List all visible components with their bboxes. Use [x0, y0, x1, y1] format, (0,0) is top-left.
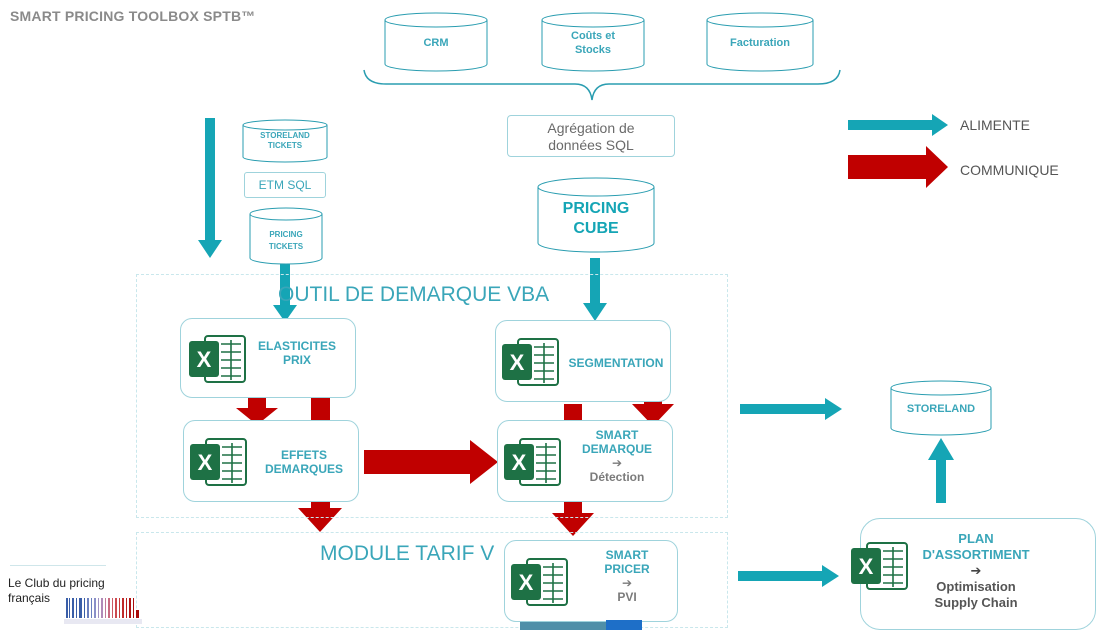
page-title: SMART PRICING TOOLBOX SPTB™ — [10, 8, 256, 24]
svg-text:X: X — [510, 350, 525, 375]
hidden-toolbar-strip-blue — [606, 620, 642, 630]
aggregation-line2: données SQL — [548, 137, 634, 153]
outil-demarque-region — [136, 274, 728, 518]
svg-text:X: X — [859, 554, 874, 579]
smart-pricer-arrow: ➔ — [621, 576, 633, 590]
svg-text:X: X — [519, 570, 534, 595]
pricing-tickets-cylinder: PRICING TICKETS — [249, 207, 323, 265]
elasticites-line1: ELASTICITES — [257, 339, 336, 353]
card-plan-assortiment: X PLAN D'ASSORTIMENT ➔ Optimisation Supp… — [851, 518, 1096, 630]
legend-communique: COMMUNIQUE — [960, 162, 1059, 178]
arrow-left-down — [198, 118, 222, 258]
plan-line1: PLAN — [958, 531, 994, 546]
card-effets: X EFFETS DEMARQUES — [183, 420, 359, 502]
effets-line1: EFFETS — [280, 448, 327, 462]
crm-label: CRM — [423, 37, 449, 49]
pricing-cube-cylinder: PRICING CUBE — [537, 177, 655, 253]
plan-label: PLAN D'ASSORTIMENT ➔ Optimisation Supply… — [901, 531, 1051, 611]
card-elasticites: X ELASTICITES PRIX — [180, 318, 356, 398]
elasticites-line2: PRIX — [282, 353, 311, 367]
etm-sql-box: ETM SQL — [244, 172, 326, 198]
arrow-pricer-plan — [738, 565, 839, 587]
effets-line2: DEMARQUES — [264, 462, 343, 476]
svg-text:X: X — [198, 450, 213, 475]
pricing-cube-label: PRICING CUBE — [537, 199, 655, 239]
couts-line2: Stocks — [574, 44, 612, 56]
couts-cylinder: Coûts et Stocks — [541, 12, 645, 72]
facturation-label: Facturation — [730, 37, 790, 49]
plan-sub2: Supply Chain — [934, 595, 1018, 610]
excel-icon: X — [504, 438, 561, 486]
smart-demarque-line2: DEMARQUE — [581, 442, 652, 456]
card-segmentation: X SEGMENTATION — [495, 320, 671, 402]
card-smart-pricer: X SMART PRICER ➔ PVI — [504, 540, 678, 622]
smart-demarque-line1: SMART — [595, 428, 639, 442]
legend-red-arrow — [848, 146, 948, 188]
etm-sql-label: ETM SQL — [258, 178, 312, 192]
storeland-cylinder: STORELAND — [890, 380, 992, 436]
club-logo-text: Le Club du pricing français — [8, 576, 105, 606]
plan-sub1: Optimisation — [936, 579, 1016, 594]
pricing-tickets-label: PRICING TICKETS — [249, 229, 323, 253]
smart-demarque-arrow: ➔ — [611, 456, 623, 470]
facturation-cylinder: Facturation — [706, 12, 814, 72]
couts-label: Coûts et Stocks — [541, 29, 645, 57]
pricing-tickets-line2: TICKETS — [268, 242, 304, 251]
excel-icon: X — [502, 338, 559, 386]
smart-pricer-line2: PRICER — [604, 562, 650, 576]
excel-icon: X — [189, 335, 246, 383]
smart-pricer-sub: PVI — [617, 590, 637, 604]
plan-line2: D'ASSORTIMENT — [922, 547, 1030, 562]
plan-arrow: ➔ — [970, 563, 982, 578]
legend-alimente: ALIMENTE — [960, 117, 1031, 133]
storeland-tickets-line2: TICKETS — [267, 141, 303, 150]
svg-text:X: X — [197, 347, 212, 372]
club-line2: français — [8, 591, 51, 605]
storeland-tickets-cylinder: STORELAND TICKETS — [242, 119, 328, 163]
svg-text:X: X — [512, 450, 527, 475]
hidden-toolbar-strip — [520, 622, 640, 630]
smart-pricer-line1: SMART — [605, 548, 649, 562]
storeland-tickets-label: STORELAND TICKETS — [242, 131, 328, 151]
crm-cylinder: CRM — [384, 12, 488, 72]
club-divider — [10, 565, 106, 566]
arrow-plan-storeland-up — [928, 438, 954, 503]
card-smart-demarque: X SMART DEMARQUE ➔ Détection — [497, 420, 673, 502]
storeland-tickets-line1: STORELAND — [260, 131, 310, 140]
arrow-demarque-storeland — [740, 398, 842, 420]
pricing-cube-line1: PRICING — [562, 200, 630, 217]
module-tarif-title: MODULE TARIF V — [320, 542, 495, 565]
effets-label: EFFETS DEMARQUES — [248, 448, 360, 476]
storeland-label: STORELAND — [906, 403, 976, 415]
pricing-tickets-line1: PRICING — [269, 230, 303, 239]
legend-teal-arrow — [848, 114, 948, 136]
excel-icon: X — [511, 558, 568, 606]
aggregation-box: Agrégation de données SQL — [507, 115, 675, 157]
barcode-logo — [64, 598, 142, 624]
aggregation-line1: Agrégation de — [547, 120, 635, 136]
smart-demarque-label: SMART DEMARQUE ➔ Détection — [564, 428, 670, 484]
sources-brace — [363, 69, 841, 101]
elasticites-label: ELASTICITES PRIX — [239, 339, 355, 367]
couts-line1: Coûts et — [571, 30, 615, 42]
excel-icon: X — [190, 438, 247, 486]
smart-demarque-sub: Détection — [589, 470, 645, 484]
club-line1: Le Club du pricing — [8, 576, 105, 590]
smart-pricer-label: SMART PRICER ➔ PVI — [579, 548, 675, 604]
module-tarif-region — [136, 532, 728, 628]
outil-demarque-title: OUTIL DE DEMARQUE VBA — [278, 283, 550, 306]
segmentation-label: SEGMENTATION — [568, 356, 664, 370]
excel-icon: X — [851, 542, 908, 590]
aggregation-label: Agrégation de données SQL — [508, 120, 674, 154]
pricing-cube-line2: CUBE — [573, 220, 619, 237]
